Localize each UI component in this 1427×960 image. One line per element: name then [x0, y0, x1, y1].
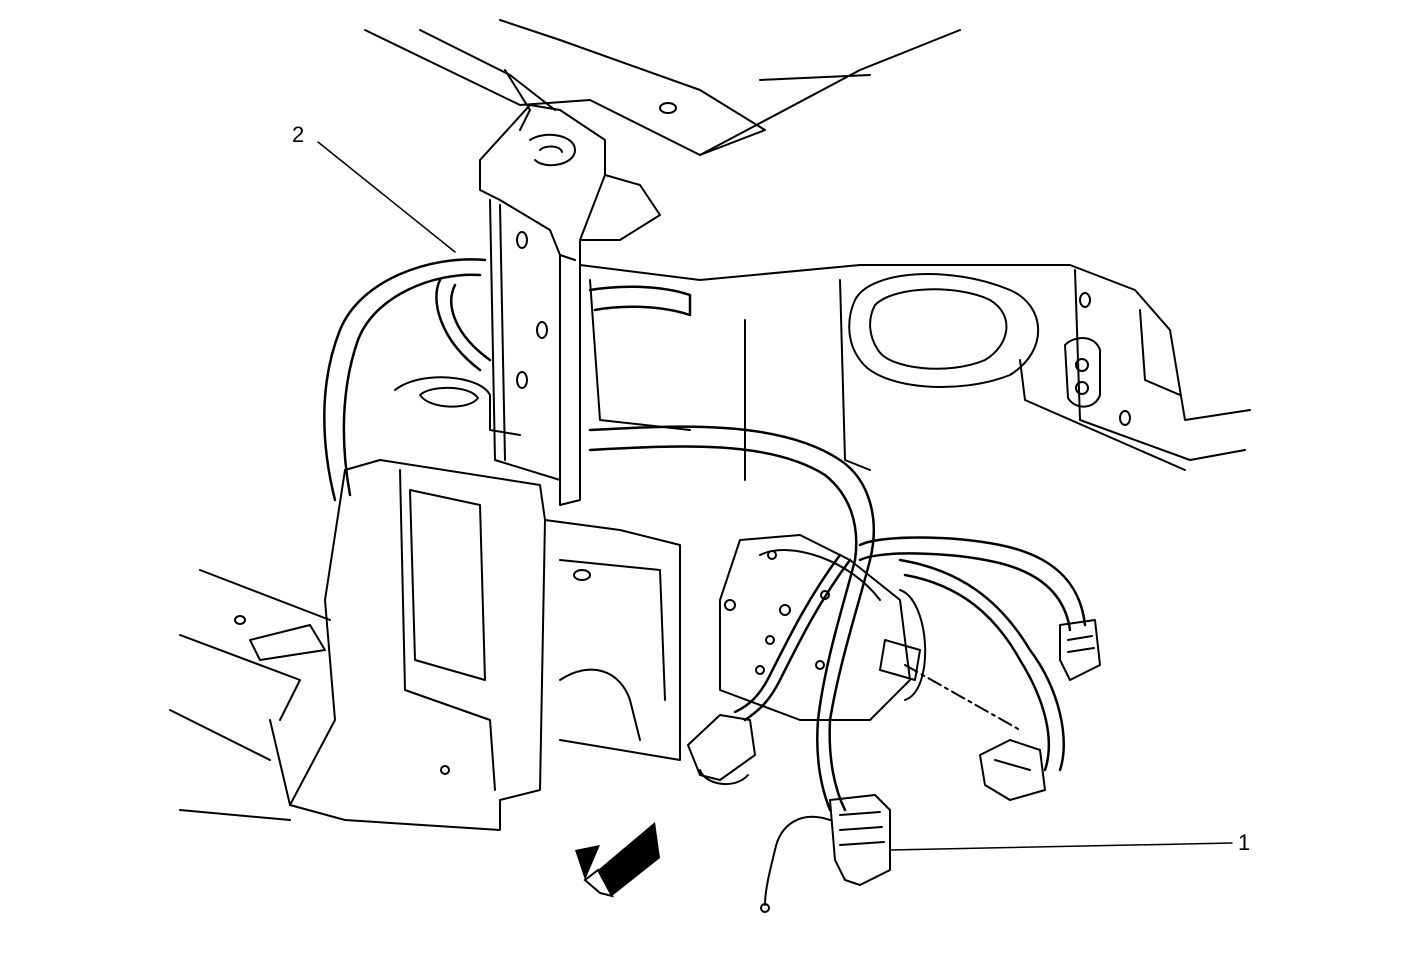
right-connector — [1059, 619, 1101, 681]
left-connector — [687, 714, 756, 786]
wiring-harness — [323, 258, 1087, 812]
harness-connector — [760, 794, 891, 913]
vertical-support-bracket — [479, 104, 661, 506]
alignment-line — [904, 664, 1021, 731]
electrical-module — [719, 534, 927, 721]
upper-body-panel — [364, 19, 1251, 481]
callout-label-1: 1 — [1238, 830, 1251, 855]
leader-line-1 — [889, 842, 1233, 851]
callout-label-2: 2 — [292, 122, 305, 147]
lower-bracket-panel — [269, 376, 681, 831]
forward-direction-arrow-icon — [575, 822, 660, 898]
leader-line-2 — [317, 141, 456, 253]
middle-connector — [979, 739, 1046, 801]
floor-panel — [169, 569, 331, 821]
